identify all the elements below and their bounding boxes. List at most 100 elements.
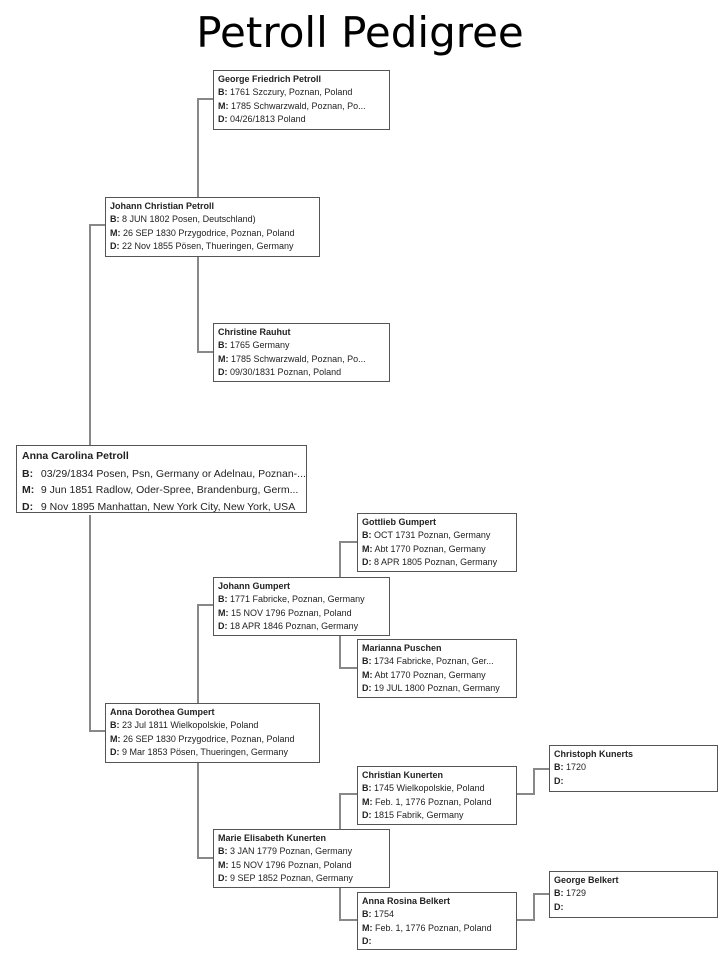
connector-johann-christian-mother (197, 257, 213, 353)
person-card-christine-rauhut[interactable]: Christine Rauhut B: 1765 Germany M: 1785… (213, 323, 390, 382)
marriage-value: Abt 1770 Poznan, Germany (374, 669, 486, 680)
connector-anna-rosina-father (517, 893, 549, 921)
person-name: Christian Kunerten (362, 770, 444, 780)
death-value: 9 Nov 1895 Manhattan, New York City, New… (40, 500, 296, 513)
connector-christian-kunerten-father (517, 768, 549, 795)
person-card-christoph-kunerts[interactable]: Christoph Kunerts B: 1720 D: (549, 745, 718, 792)
marriage-value: 26 SEP 1830 Przygodrice, Poznan, Poland (123, 733, 295, 744)
person-name: Johann Gumpert (218, 581, 291, 591)
person-name: George Friedrich Petroll (218, 74, 322, 84)
death-label: D: (110, 241, 120, 252)
marriage-label: M: (362, 543, 373, 554)
birth-label: B: (218, 846, 228, 857)
person-name: Anna Rosina Belkert (362, 896, 451, 906)
marriage-value: 26 SEP 1830 Przygodrice, Poznan, Poland (123, 227, 295, 238)
marriage-label: M: (110, 227, 121, 238)
birth-value: OCT 1731 Poznan, Germany (374, 530, 491, 541)
death-value: 9 Mar 1853 Pösen, Thueringen, Germany (122, 747, 288, 758)
birth-label: B: (218, 594, 228, 605)
marriage-value: Feb. 1, 1776 Poznan, Poland (375, 922, 492, 933)
death-label: D: (110, 747, 120, 758)
birth-value: 1765 Germany (230, 340, 290, 351)
marriage-value: 1785 Schwarzwald, Poznan, Po... (231, 353, 366, 364)
marriage-label: M: (362, 922, 373, 933)
death-value: 19 JUL 1800 Poznan, Germany (374, 683, 500, 694)
birth-label: B: (22, 467, 34, 480)
birth-value: 23 Jul 1811 Wielkopolskie, Poland (122, 720, 259, 731)
death-value: 1815 Fabrik, Germany (374, 810, 464, 821)
person-name: Christine Rauhut (218, 327, 291, 337)
birth-value: 1745 Wielkopolskie, Poland (374, 783, 485, 794)
birth-value: 1754 (374, 909, 395, 920)
marriage-label: M: (218, 607, 229, 618)
death-value: 9 SEP 1852 Poznan, Germany (230, 873, 353, 884)
marriage-label: M: (362, 796, 373, 807)
marriage-label: M: (218, 859, 229, 870)
person-card-christian-kunerten[interactable]: Christian Kunerten B: 1745 Wielkopolskie… (357, 766, 517, 825)
marriage-value: 15 NOV 1796 Poznan, Poland (231, 607, 352, 618)
page-title: Petroll Pedigree (196, 8, 524, 57)
marriage-label: M: (362, 669, 373, 680)
person-name: Anna Dorothea Gumpert (110, 707, 215, 717)
death-value: 8 APR 1805 Poznan, Germany (374, 557, 498, 568)
connector-anna-carolina-father (89, 224, 105, 447)
person-card-johann-gumpert[interactable]: Johann Gumpert B: 1771 Fabricke, Poznan,… (213, 577, 390, 636)
death-label: D: (218, 367, 228, 378)
connector-johann-gumpert-mother (339, 636, 357, 669)
death-value: 18 APR 1846 Poznan, Germany (230, 621, 359, 632)
birth-label: B: (218, 340, 228, 351)
connector-anna-dorothea-father (197, 604, 213, 704)
birth-label: B: (554, 888, 564, 899)
birth-label: B: (218, 87, 228, 98)
person-name: Johann Christian Petroll (110, 201, 215, 211)
marriage-value: Feb. 1, 1776 Poznan, Poland (375, 796, 492, 807)
person-card-george-friedrich-petroll[interactable]: George Friedrich Petroll B: 1761 Szczury… (213, 70, 390, 130)
birth-value: 8 JUN 1802 Posen, Deutschland) (122, 214, 256, 225)
person-name: Gottlieb Gumpert (362, 517, 436, 527)
person-card-george-belkert[interactable]: George Belkert B: 1729 D: (549, 871, 718, 918)
person-card-anna-dorothea-gumpert[interactable]: Anna Dorothea Gumpert B: 23 Jul 1811 Wie… (105, 703, 320, 763)
birth-label: B: (362, 530, 372, 541)
death-label: D: (22, 500, 34, 513)
birth-value: 1734 Fabricke, Poznan, Ger... (374, 656, 494, 667)
birth-value: 3 JAN 1779 Poznan, Germany (230, 846, 353, 857)
person-card-gottlieb-gumpert[interactable]: Gottlieb Gumpert B: OCT 1731 Poznan, Ger… (357, 513, 517, 572)
connector-johann-gumpert-father (339, 541, 357, 578)
birth-label: B: (362, 656, 372, 667)
person-card-marie-elisabeth-kunerten[interactable]: Marie Elisabeth Kunerten B: 3 JAN 1779 P… (213, 829, 390, 888)
marriage-label: M: (22, 484, 35, 496)
birth-value: 1771 Fabricke, Poznan, Germany (230, 594, 365, 605)
death-label: D: (362, 810, 372, 821)
birth-value: 1720 (566, 762, 587, 773)
person-name: Marianna Puschen (362, 643, 442, 653)
death-label: D: (218, 114, 228, 125)
death-label: D: (362, 557, 372, 568)
connector-johann-christian-father (197, 98, 213, 198)
person-card-johann-christian-petroll[interactable]: Johann Christian Petroll B: 8 JUN 1802 P… (105, 197, 320, 257)
person-card-anna-carolina-petroll[interactable]: Anna Carolina Petroll B: 03/29/1834 Pose… (16, 445, 307, 513)
marriage-value: 1785 Schwarzwald, Poznan, Po... (231, 100, 366, 111)
marriage-value: Abt 1770 Poznan, Germany (374, 543, 486, 554)
person-card-marianna-puschen[interactable]: Marianna Puschen B: 1734 Fabricke, Pozna… (357, 639, 517, 698)
connector-anna-carolina-mother (89, 515, 105, 732)
person-name: Christoph Kunerts (554, 749, 634, 759)
marriage-value: 9 Jun 1851 Radlow, Oder-Spree, Brandenbu… (40, 484, 299, 496)
death-label: D: (362, 936, 372, 947)
person-name: George Belkert (554, 875, 619, 885)
marriage-label: M: (218, 100, 229, 111)
birth-label: B: (110, 214, 120, 225)
birth-label: B: (554, 762, 564, 773)
death-value: 22 Nov 1855 Pösen, Thueringen, Germany (122, 241, 294, 252)
marriage-label: M: (218, 353, 229, 364)
birth-label: B: (362, 909, 372, 920)
death-label: D: (362, 683, 372, 694)
connector-marie-elisabeth-mother (339, 888, 357, 921)
birth-value: 1729 (566, 888, 587, 899)
death-label: D: (218, 621, 228, 632)
death-label: D: (218, 873, 228, 884)
person-name: Marie Elisabeth Kunerten (218, 833, 327, 843)
birth-label: B: (362, 783, 372, 794)
person-name: Anna Carolina Petroll (22, 450, 129, 462)
person-card-anna-rosina-belkert[interactable]: Anna Rosina Belkert B: 1754 M: Feb. 1, 1… (357, 892, 517, 950)
